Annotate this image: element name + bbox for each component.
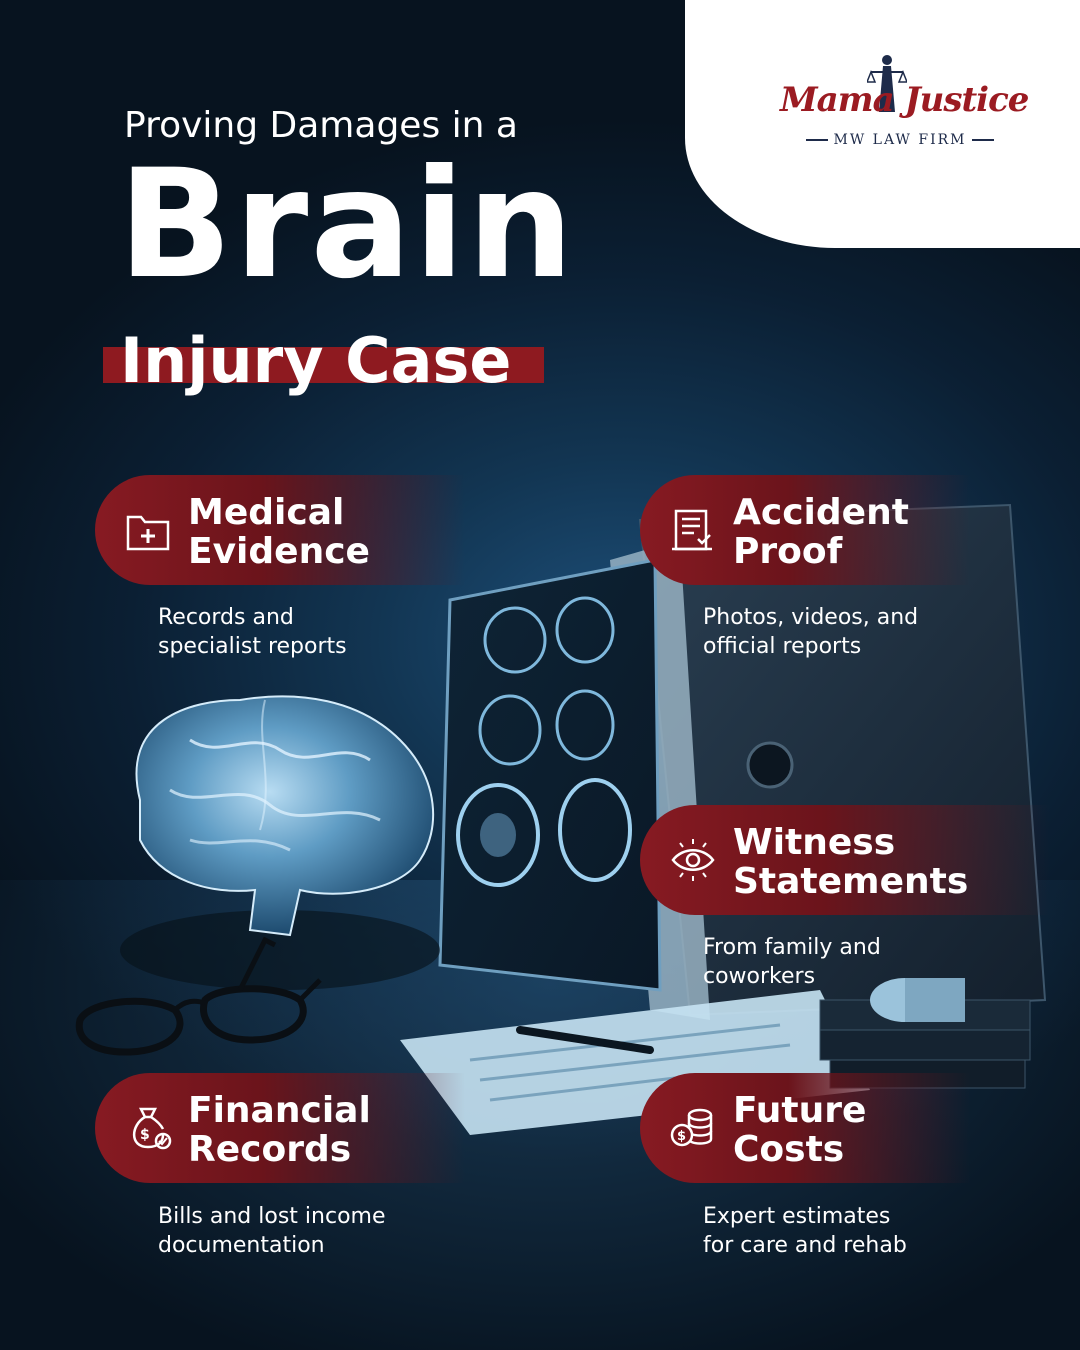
feature-title: Medical Evidence xyxy=(188,492,370,572)
medical-folder-icon xyxy=(126,515,170,551)
feature-witness-statements: Witness Statements xyxy=(640,805,1050,915)
logo-tagline: MW LAW FIRM xyxy=(789,132,1011,148)
money-bag-icon: $ xyxy=(132,1107,172,1150)
subtitle: Injury Case xyxy=(120,324,512,397)
logo-card: Mama Justice MW LAW FIRM xyxy=(685,0,1080,248)
feature-future-costs: $ Future Costs xyxy=(640,1073,970,1183)
eye-icon xyxy=(671,839,715,881)
svg-text:$: $ xyxy=(140,1127,150,1143)
feature-description: Records and specialist reports xyxy=(158,605,347,659)
feature-title: Financial Records xyxy=(188,1090,371,1170)
feature-accident-proof: Accident Proof xyxy=(640,475,970,585)
feature-title: Witness Statements xyxy=(733,822,969,902)
brain-graphic xyxy=(120,695,440,990)
document-checklist-icon xyxy=(672,509,712,551)
glasses-graphic xyxy=(75,936,322,1056)
feature-title: Future Costs xyxy=(733,1090,867,1170)
feature-description: From family and coworkers xyxy=(703,935,881,989)
feature-description: Photos, videos, and official reports xyxy=(703,605,919,659)
pre-title: Proving Damages in a xyxy=(124,105,518,146)
page-title: Brain xyxy=(118,138,576,312)
coin-stack-icon: $ xyxy=(670,1108,713,1147)
brain-scans-graphic xyxy=(438,558,662,992)
lady-justice-icon xyxy=(867,55,907,112)
feature-financial-records: $ Financial Records xyxy=(95,1073,465,1183)
logo-name: Mama Justice xyxy=(780,80,1029,120)
books-graphic xyxy=(819,978,1031,1089)
svg-text:$: $ xyxy=(677,1129,686,1144)
subtitle-highlight-band xyxy=(103,347,544,383)
feature-title: Accident Proof xyxy=(733,492,909,572)
feature-description: Bills and lost income documentation xyxy=(158,1204,386,1258)
feature-medical-evidence: Medical Evidence xyxy=(95,475,465,585)
feature-description: Expert estimates for care and rehab xyxy=(703,1204,907,1258)
